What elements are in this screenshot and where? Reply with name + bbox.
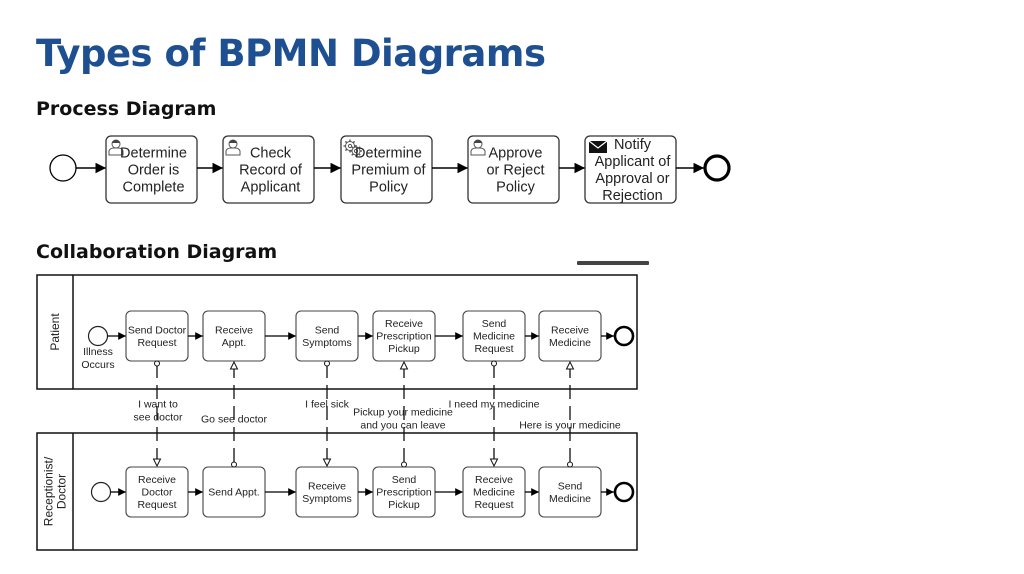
message-label: I need my medicine	[448, 399, 539, 411]
task-box[interactable]	[584, 135, 677, 204]
pool-name: Patient	[48, 313, 62, 351]
user-icon	[225, 139, 241, 156]
message-label: Here is your medicine	[519, 420, 621, 432]
start-event[interactable]	[49, 154, 77, 182]
start-event[interactable]	[90, 481, 112, 503]
message-source-marker	[401, 461, 407, 468]
message-label: I feel sick	[305, 399, 350, 411]
message-source-marker	[231, 461, 237, 468]
message-target-arrow	[229, 360, 239, 370]
message-target-arrow	[565, 360, 575, 370]
task-box[interactable]	[340, 135, 433, 204]
envelope-icon	[588, 140, 608, 153]
pool-name: Receptionist/Doctor	[42, 456, 69, 526]
message-flow-6: Here is your medicine	[519, 360, 621, 468]
page-title: Types of BPMN Diagrams	[36, 32, 546, 75]
start-event[interactable]	[87, 325, 109, 347]
message-source-marker	[491, 360, 497, 367]
message-flow-3: I feel sick	[305, 360, 350, 468]
user-icon	[470, 139, 486, 156]
message-label: Go see doctor	[201, 414, 267, 426]
task-box[interactable]	[222, 135, 315, 204]
collaboration-diagram-heading: Collaboration Diagram	[36, 241, 278, 263]
message-source-marker	[567, 461, 573, 468]
message-flow-5: I need my medicine	[448, 360, 540, 468]
message-target-arrow	[489, 458, 499, 468]
end-event[interactable]	[613, 325, 635, 347]
task-box[interactable]	[467, 135, 560, 204]
message-target-arrow	[322, 458, 332, 468]
message-target-arrow	[152, 458, 162, 468]
task-box[interactable]	[105, 135, 198, 204]
message-flow-2: Go see doctor	[201, 360, 267, 468]
task-label: Send Appt.	[208, 487, 259, 499]
message-target-arrow	[399, 360, 409, 370]
message-source-marker	[154, 360, 160, 367]
decorative-bar	[577, 261, 649, 265]
user-icon	[108, 139, 124, 156]
doctor-task-2[interactable]: Send Appt.	[202, 466, 266, 518]
message-source-marker	[324, 360, 330, 367]
gear-icon	[343, 139, 362, 157]
end-event[interactable]	[703, 154, 731, 182]
end-event[interactable]	[613, 481, 635, 503]
process-diagram-heading: Process Diagram	[36, 98, 217, 120]
